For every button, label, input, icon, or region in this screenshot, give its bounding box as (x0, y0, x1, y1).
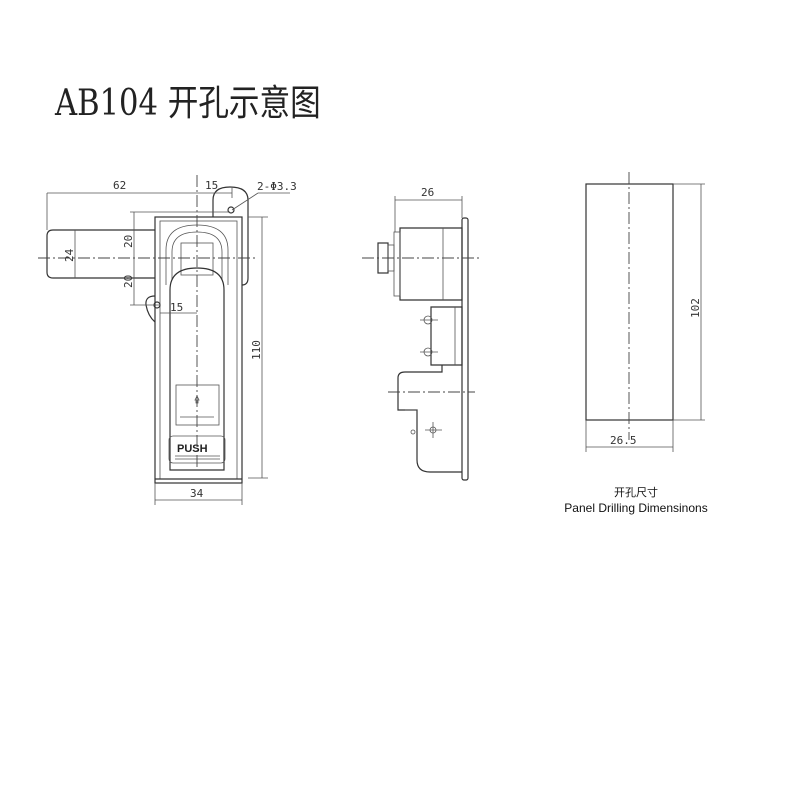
cutout-rect (585, 183, 674, 421)
dim-24: 24 (63, 248, 76, 262)
dim-26-5: 26.5 (610, 434, 637, 447)
page-title: AB104 开孔示意图 (55, 83, 321, 124)
front-view: PUSH 62 15 2-Φ3.3 24 20 20 15 110 34 (38, 175, 297, 505)
dim-26: 26 (421, 186, 434, 199)
dim-62: 62 (113, 179, 126, 192)
dim-110: 110 (250, 340, 263, 360)
cutout-view: 102 26.5 (585, 172, 705, 452)
key-window (175, 384, 220, 426)
caption-en: Panel Drilling Dimensinons (564, 501, 708, 515)
dim-15-hole: 15 (170, 301, 183, 314)
side-view: 26 (362, 186, 480, 481)
dim-34: 34 (190, 487, 204, 500)
left-tab (46, 229, 155, 279)
caption-cn: 开孔尺寸 (614, 487, 658, 499)
panel-plate (461, 217, 469, 481)
push-label: PUSH (177, 443, 208, 455)
hole-spec: 2-Φ3.3 (257, 180, 297, 193)
handle (169, 267, 225, 471)
dim-102: 102 (689, 298, 702, 318)
lock-body (154, 216, 243, 484)
dim-15-top: 15 (205, 179, 218, 192)
right-tab (212, 186, 249, 286)
dim-20-upper: 20 (122, 235, 135, 248)
dim-20-lower: 20 (122, 275, 135, 288)
